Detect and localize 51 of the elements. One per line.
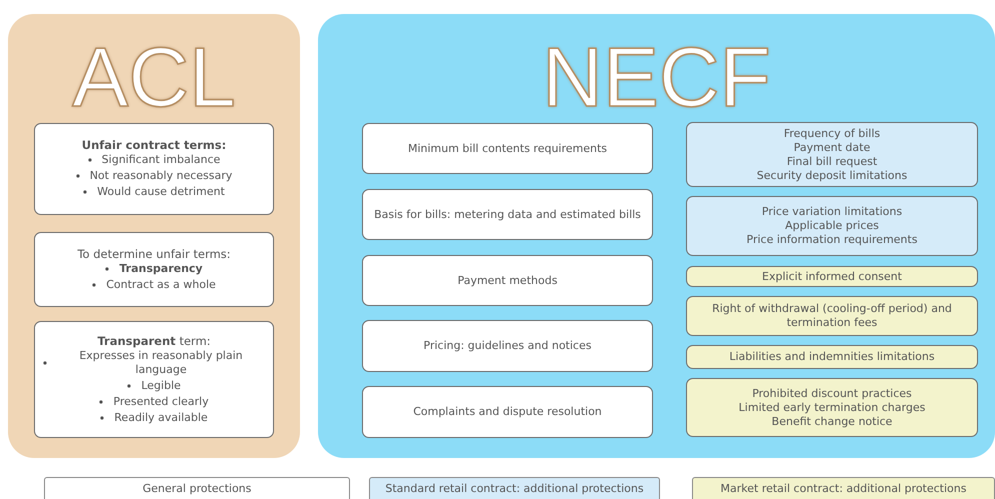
box-heading: Unfair contract terms:: [82, 138, 226, 152]
protection-box: [362, 189, 653, 240]
protection-box: [34, 321, 274, 438]
protection-box: [34, 123, 274, 215]
protection-box: [686, 345, 978, 369]
box-text: Pricing: guidelines and notices: [424, 339, 592, 353]
box-text: Applicable prices: [785, 219, 879, 233]
box-text: Complaints and dispute resolution: [413, 405, 602, 419]
box-text: Minimum bill contents requirements: [408, 142, 608, 156]
section-panel: [318, 14, 995, 458]
box-text: Frequency of bills: [784, 126, 880, 140]
box-text: Liabilities and indemnities limitations: [729, 350, 935, 364]
bullet-text: Significant imbalance: [102, 153, 220, 167]
box-text: Payment date: [794, 140, 870, 154]
protection-box: [686, 196, 978, 256]
bullet-text: Not reasonably necessary: [90, 169, 232, 183]
protection-box: [686, 296, 978, 336]
legend-swatch: Standard retail contract: additional protections: [369, 477, 660, 499]
box-text: Final bill request: [786, 154, 878, 168]
panel-heading: ACL: [72, 32, 236, 122]
box-text: Price variation limitations: [762, 205, 902, 219]
protection-box: [686, 122, 978, 187]
panel-heading: NECF: [542, 32, 771, 122]
legend-swatch: Market retail contract: additional protections: [692, 477, 995, 499]
box-text: Benefit change notice: [772, 414, 892, 428]
box-text: Basis for bills: metering data and estimated bills: [374, 208, 641, 222]
protection-box: [686, 266, 978, 287]
box-text: Payment methods: [458, 274, 558, 288]
protection-box: [362, 255, 653, 306]
legend-swatch: General protections: [44, 477, 350, 499]
bullet-text: Would cause detriment: [97, 185, 225, 199]
bullet-text: Contract as a whole: [106, 278, 216, 292]
section-panel: [8, 14, 300, 458]
box-text: Limited early termination charges: [738, 400, 926, 414]
bullet-text: Expresses in reasonably plain language: [78, 348, 244, 376]
bullet-text: Readily available: [114, 410, 208, 424]
protection-box: [686, 378, 978, 437]
protection-box: [34, 232, 274, 307]
box-text: Right of withdrawal (cooling-off period) and termination fees: [711, 302, 953, 330]
box-text: Prohibited discount practices: [752, 386, 912, 400]
protection-box: [362, 386, 653, 438]
bullet-text: Legible: [141, 378, 181, 392]
bullet-text: Transparency: [119, 262, 203, 276]
box-heading: Transparent term:: [97, 334, 211, 348]
box-text: Price information requirements: [746, 233, 918, 247]
box-heading: To determine unfair terms:: [77, 246, 231, 260]
protection-box: [362, 320, 653, 372]
protection-box: [362, 123, 653, 174]
box-text: Security deposit limitations: [756, 168, 908, 182]
bullet-text: Presented clearly: [113, 394, 209, 408]
box-text: Explicit informed consent: [762, 270, 902, 284]
